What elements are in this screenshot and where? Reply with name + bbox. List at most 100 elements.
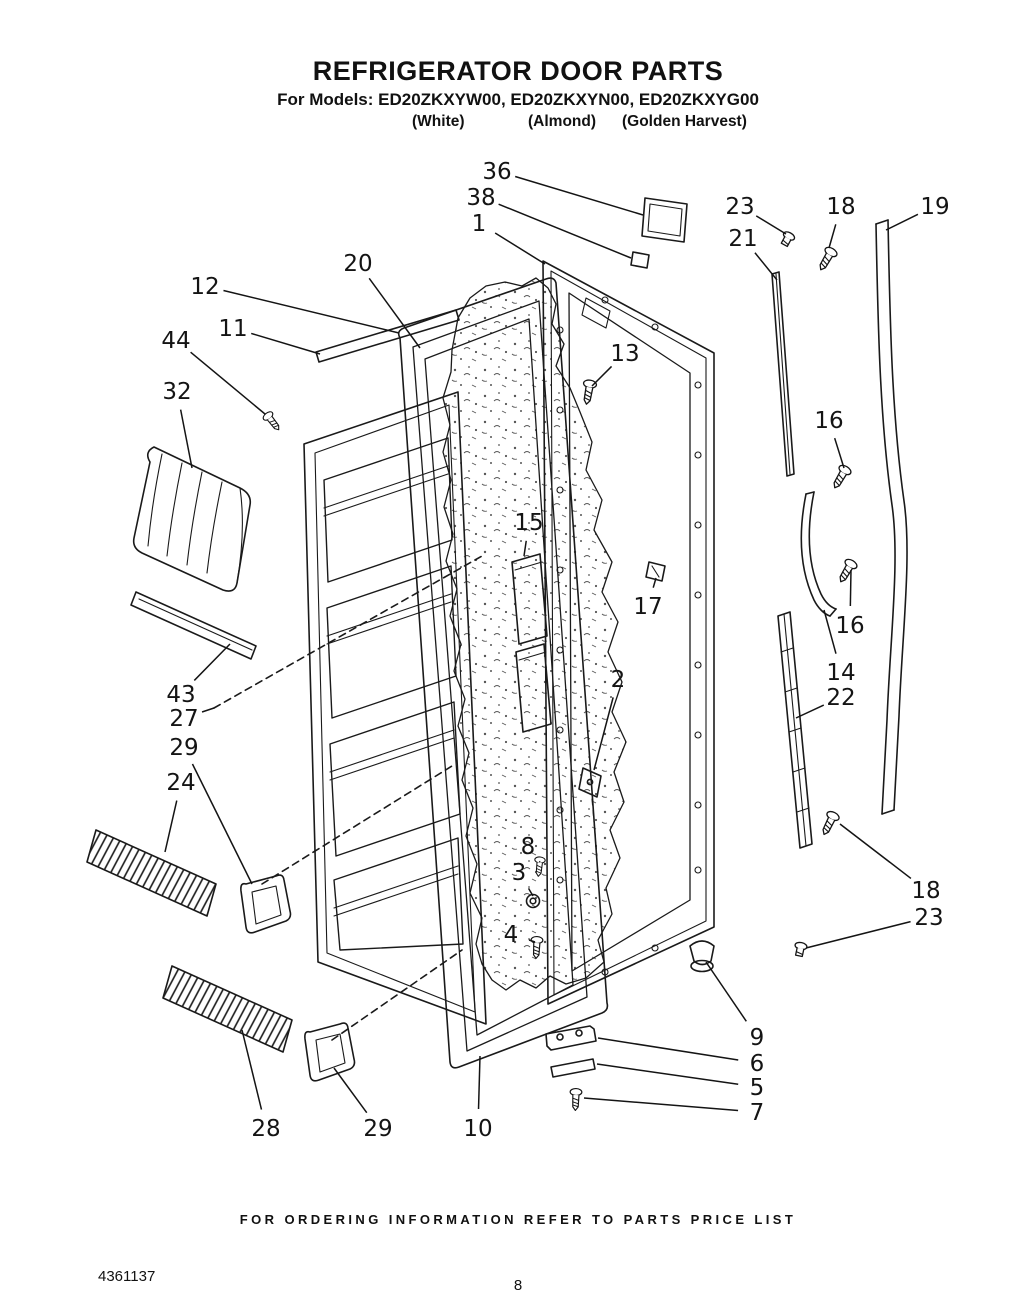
inner-door-liner — [303, 391, 487, 1025]
side-trim-strip-21 — [771, 271, 795, 477]
leader-line-14 — [823, 609, 837, 654]
leader-line-20 — [368, 277, 421, 349]
leader-line-24 — [164, 800, 178, 853]
callout-29: 29 — [169, 735, 198, 761]
screw-18-top — [814, 244, 840, 274]
callout-16: 16 — [835, 613, 864, 639]
insulation — [442, 277, 627, 991]
screw-18-bottom — [817, 808, 842, 839]
bar-5 — [550, 1058, 596, 1078]
side-trim-strip-19 — [875, 219, 908, 815]
shelf-endcap-29-lower — [304, 1022, 356, 1082]
callout-15: 15 — [514, 510, 543, 536]
finish-white: (White) — [412, 113, 465, 130]
page-header: REFRIGERATOR DOOR PARTS For Models: ED20… — [0, 56, 1036, 133]
callout-14: 14 — [826, 660, 855, 686]
callout-18: 18 — [826, 194, 855, 220]
shelf-row — [323, 437, 464, 951]
plate-36 — [641, 197, 688, 243]
door-foot-9 — [689, 940, 715, 973]
clip-17 — [645, 561, 666, 582]
rivet-23-bottom — [792, 940, 809, 958]
leader-line-29 — [333, 1067, 368, 1114]
finish-golden-harvest: (Golden Harvest) — [622, 113, 747, 130]
leader-line-3 — [527, 888, 534, 897]
rivet-23-top — [778, 229, 797, 249]
leader-line-22 — [795, 704, 825, 719]
leader-line-12 — [223, 289, 400, 334]
screw-7 — [568, 1087, 583, 1112]
leader-line-18 — [828, 224, 837, 249]
pad-15 — [511, 553, 552, 733]
callout-21: 21 — [728, 226, 757, 252]
leader-line-1 — [494, 232, 546, 265]
callout-11: 11 — [218, 316, 247, 342]
leader-line-17 — [652, 577, 657, 588]
callout-24: 24 — [166, 770, 195, 796]
finish-almond: (Almond) — [528, 113, 597, 130]
callout-27: 27 — [169, 706, 198, 732]
leader-line-15 — [523, 540, 527, 557]
leader-line-10 — [477, 1055, 481, 1110]
callout-9: 9 — [750, 1025, 765, 1051]
callout-16: 16 — [814, 408, 843, 434]
leader-line-27 — [201, 707, 215, 713]
trim-bar-43 — [130, 591, 257, 660]
callout-19: 19 — [920, 194, 949, 220]
callout-10: 10 — [463, 1116, 492, 1142]
callout-29: 29 — [363, 1116, 392, 1142]
callout-1: 1 — [472, 211, 487, 237]
callout-44: 44 — [161, 328, 190, 354]
callout-43: 43 — [166, 682, 195, 708]
leader-line-2 — [593, 697, 614, 771]
callout-3: 3 — [512, 860, 527, 886]
callout-12: 12 — [190, 274, 219, 300]
outer-door-panel — [542, 260, 715, 1005]
leader-line-7 — [583, 1097, 739, 1112]
callout-13: 13 — [610, 341, 639, 367]
trim-14 — [800, 491, 837, 617]
leader-line-5 — [596, 1063, 739, 1086]
page-title: REFRIGERATOR DOOR PARTS — [312, 56, 724, 86]
shelf-endcap-29-upper — [240, 874, 292, 934]
callout-22: 22 — [826, 685, 855, 711]
callout-36: 36 — [482, 159, 511, 185]
leader-line-29 — [191, 763, 253, 885]
callout-20: 20 — [343, 251, 372, 277]
callout-23: 23 — [914, 905, 943, 931]
leader-line-16 — [849, 569, 852, 607]
leader-line-23 — [805, 920, 911, 949]
callout-23: 23 — [725, 194, 754, 220]
leader-line-23 — [755, 215, 787, 235]
leader-line-13 — [591, 365, 613, 387]
models-line: For Models: ED20ZKXYW00, ED20ZKXYN00, ED… — [277, 90, 759, 109]
clip-6 — [545, 1025, 597, 1051]
ordering-note: FOR ORDERING INFORMATION REFER TO PARTS … — [239, 1212, 797, 1227]
shelf-trim-28 — [162, 965, 293, 1053]
callout-8: 8 — [521, 834, 536, 860]
side-trim-strip-22 — [777, 611, 813, 849]
grommet-3 — [525, 893, 541, 909]
leader-line-18 — [839, 823, 912, 880]
finish-options: (White) (Almond) (Golden Harvest) — [0, 111, 1036, 133]
callout-6: 6 — [750, 1051, 765, 1077]
document-number: 4361137 — [98, 1268, 156, 1285]
callout-28: 28 — [251, 1116, 280, 1142]
leader-line-28 — [241, 1029, 263, 1110]
page-number: 8 — [513, 1277, 523, 1294]
leader-line-36 — [514, 175, 644, 216]
leader-line-9 — [705, 961, 747, 1022]
callout-38: 38 — [466, 185, 495, 211]
callout-32: 32 — [162, 379, 191, 405]
callout-18: 18 — [911, 878, 940, 904]
leader-line-8 — [538, 860, 541, 863]
leader-line-16 — [833, 437, 845, 469]
gasket-retainer-12 — [397, 277, 609, 1069]
callout-17: 17 — [633, 594, 662, 620]
leader-line-32 — [179, 409, 193, 469]
top-trim-strip-11 — [315, 309, 460, 363]
callout-4: 4 — [504, 922, 519, 948]
leader-line-19 — [885, 213, 919, 231]
